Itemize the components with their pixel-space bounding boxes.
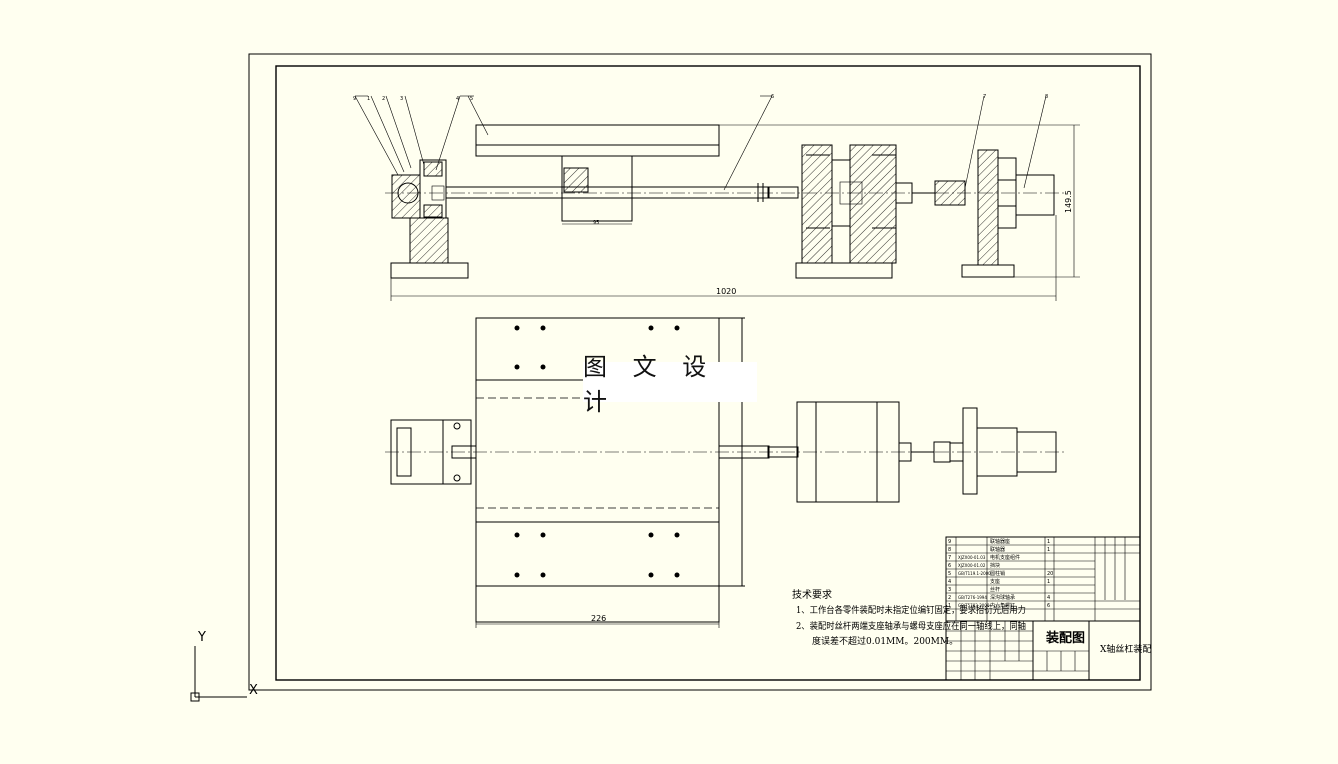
outer-border: [248, 53, 1152, 691]
svg-text:GB/T119.1-2000: GB/T119.1-2000: [958, 571, 991, 576]
svg-text:8: 8: [1045, 94, 1048, 100]
svg-text:1: 1: [948, 603, 951, 609]
left-support-base: [390, 262, 469, 279]
svg-text:6: 6: [771, 94, 774, 100]
svg-text:7: 7: [948, 555, 951, 561]
svg-text:1: 1: [1047, 547, 1050, 553]
svg-text:5: 5: [948, 571, 951, 577]
svg-text:技术要求: 技术要求: [792, 588, 832, 601]
right-support-base: [795, 262, 893, 279]
tech-requirements: 技术要求 1、工作台各零件装配时未指定位编钉固定，要求抬衍光后用力 2、装配时丝…: [792, 588, 1026, 647]
table-width-dim: 226: [591, 614, 606, 623]
svg-text:挡块: 挡块: [990, 562, 1000, 569]
svg-text:7: 7: [983, 94, 986, 100]
inner-border: [275, 65, 1141, 681]
bom-table: 9 8 7 6 5 4 3 2 1 XJZX00-01.03 XJZX00-01…: [945, 536, 1151, 681]
ucs-x-label: X: [249, 683, 258, 698]
svg-text:1: 1: [367, 96, 370, 102]
nut-width-dim: 95: [593, 220, 599, 226]
svg-text:2: 2: [948, 595, 951, 601]
svg-text:电机支座组件: 电机支座组件: [990, 554, 1020, 561]
balloon-labels: 1 2 3 4 5 6 7 8 9: [353, 94, 1048, 102]
bom-names: 联轴器座 联轴器 电机支座组件 挡块 圆柱销 支座 丝杆 深沟球轴承 内六角螺钉: [990, 538, 1020, 609]
svg-text:XJZX00-01.03: XJZX00-01.03: [958, 555, 986, 560]
height-dim: 149.5: [1064, 190, 1073, 213]
svg-text:5: 5: [470, 96, 473, 102]
watermark-label: 图 文 设 计: [583, 353, 757, 416]
svg-text:9: 9: [353, 96, 356, 102]
svg-text:20: 20: [1047, 571, 1053, 577]
motor: [1015, 174, 1055, 216]
drawing-type: 装配图: [1045, 630, 1085, 646]
balloon-leaders: [354, 95, 1047, 191]
svg-text:2、装配时丝杆两端支座轴承与螺母支座应在同一轴线上，同轴: 2、装配时丝杆两端支座轴承与螺母支座应在同一轴线上，同轴: [796, 620, 1026, 632]
svg-text:1: 1: [1047, 539, 1050, 545]
svg-text:GB/T5783-2000: GB/T5783-2000: [958, 603, 990, 608]
svg-text:支座: 支座: [990, 578, 1000, 585]
svg-text:8: 8: [948, 547, 951, 553]
front-view: 95: [353, 94, 1080, 301]
svg-text:6: 6: [948, 563, 951, 569]
svg-text:4: 4: [1047, 595, 1050, 601]
bom-codes: XJZX00-01.03 XJZX00-01.02 GB/T119.1-2000…: [958, 555, 991, 608]
svg-text:丝杆: 丝杆: [990, 586, 1000, 593]
svg-text:1: 1: [1047, 579, 1050, 585]
svg-text:内六角螺钉: 内六角螺钉: [990, 602, 1015, 609]
svg-text:圆柱销: 圆柱销: [990, 570, 1005, 577]
ucs-y-label: Y: [197, 630, 206, 645]
svg-text:9: 9: [948, 539, 951, 545]
bom-qty: 1 1 20 1 4 6: [1047, 539, 1053, 609]
svg-text:度误差不超过0.01MM。200MM。: 度误差不超过0.01MM。200MM。: [812, 635, 958, 647]
svg-text:XJZX00-01.02: XJZX00-01.02: [958, 563, 986, 568]
overall-length-dim: 1020: [716, 287, 736, 296]
svg-text:GB/T276-1994: GB/T276-1994: [958, 595, 987, 600]
worktable: [475, 124, 720, 146]
lead-screw: [445, 186, 770, 199]
svg-text:联轴器: 联轴器: [990, 546, 1005, 553]
svg-text:深沟球轴承: 深沟球轴承: [990, 594, 1015, 601]
svg-text:3: 3: [948, 587, 951, 593]
svg-text:4: 4: [948, 579, 951, 585]
motor-support-base: [961, 264, 1015, 278]
bolt-holes: [514, 325, 680, 578]
svg-text:联轴器座: 联轴器座: [990, 538, 1010, 545]
ucs-icon: Y X: [190, 630, 258, 702]
svg-text:3: 3: [400, 96, 403, 102]
top-view: 226: [385, 317, 1065, 628]
svg-text:4: 4: [456, 96, 459, 102]
bom-numbers: 9 8 7 6 5 4 3 2 1: [948, 539, 951, 609]
drawing-name: X轴丝杠装配: [1100, 643, 1151, 655]
nut-block: [561, 155, 633, 222]
svg-text:1、工作台各零件装配时未指定位编钉固定，要求抬衍光后用力: 1、工作台各零件装配时未指定位编钉固定，要求抬衍光后用力: [796, 604, 1026, 616]
svg-text:6: 6: [1047, 603, 1050, 609]
svg-text:2: 2: [382, 96, 385, 102]
